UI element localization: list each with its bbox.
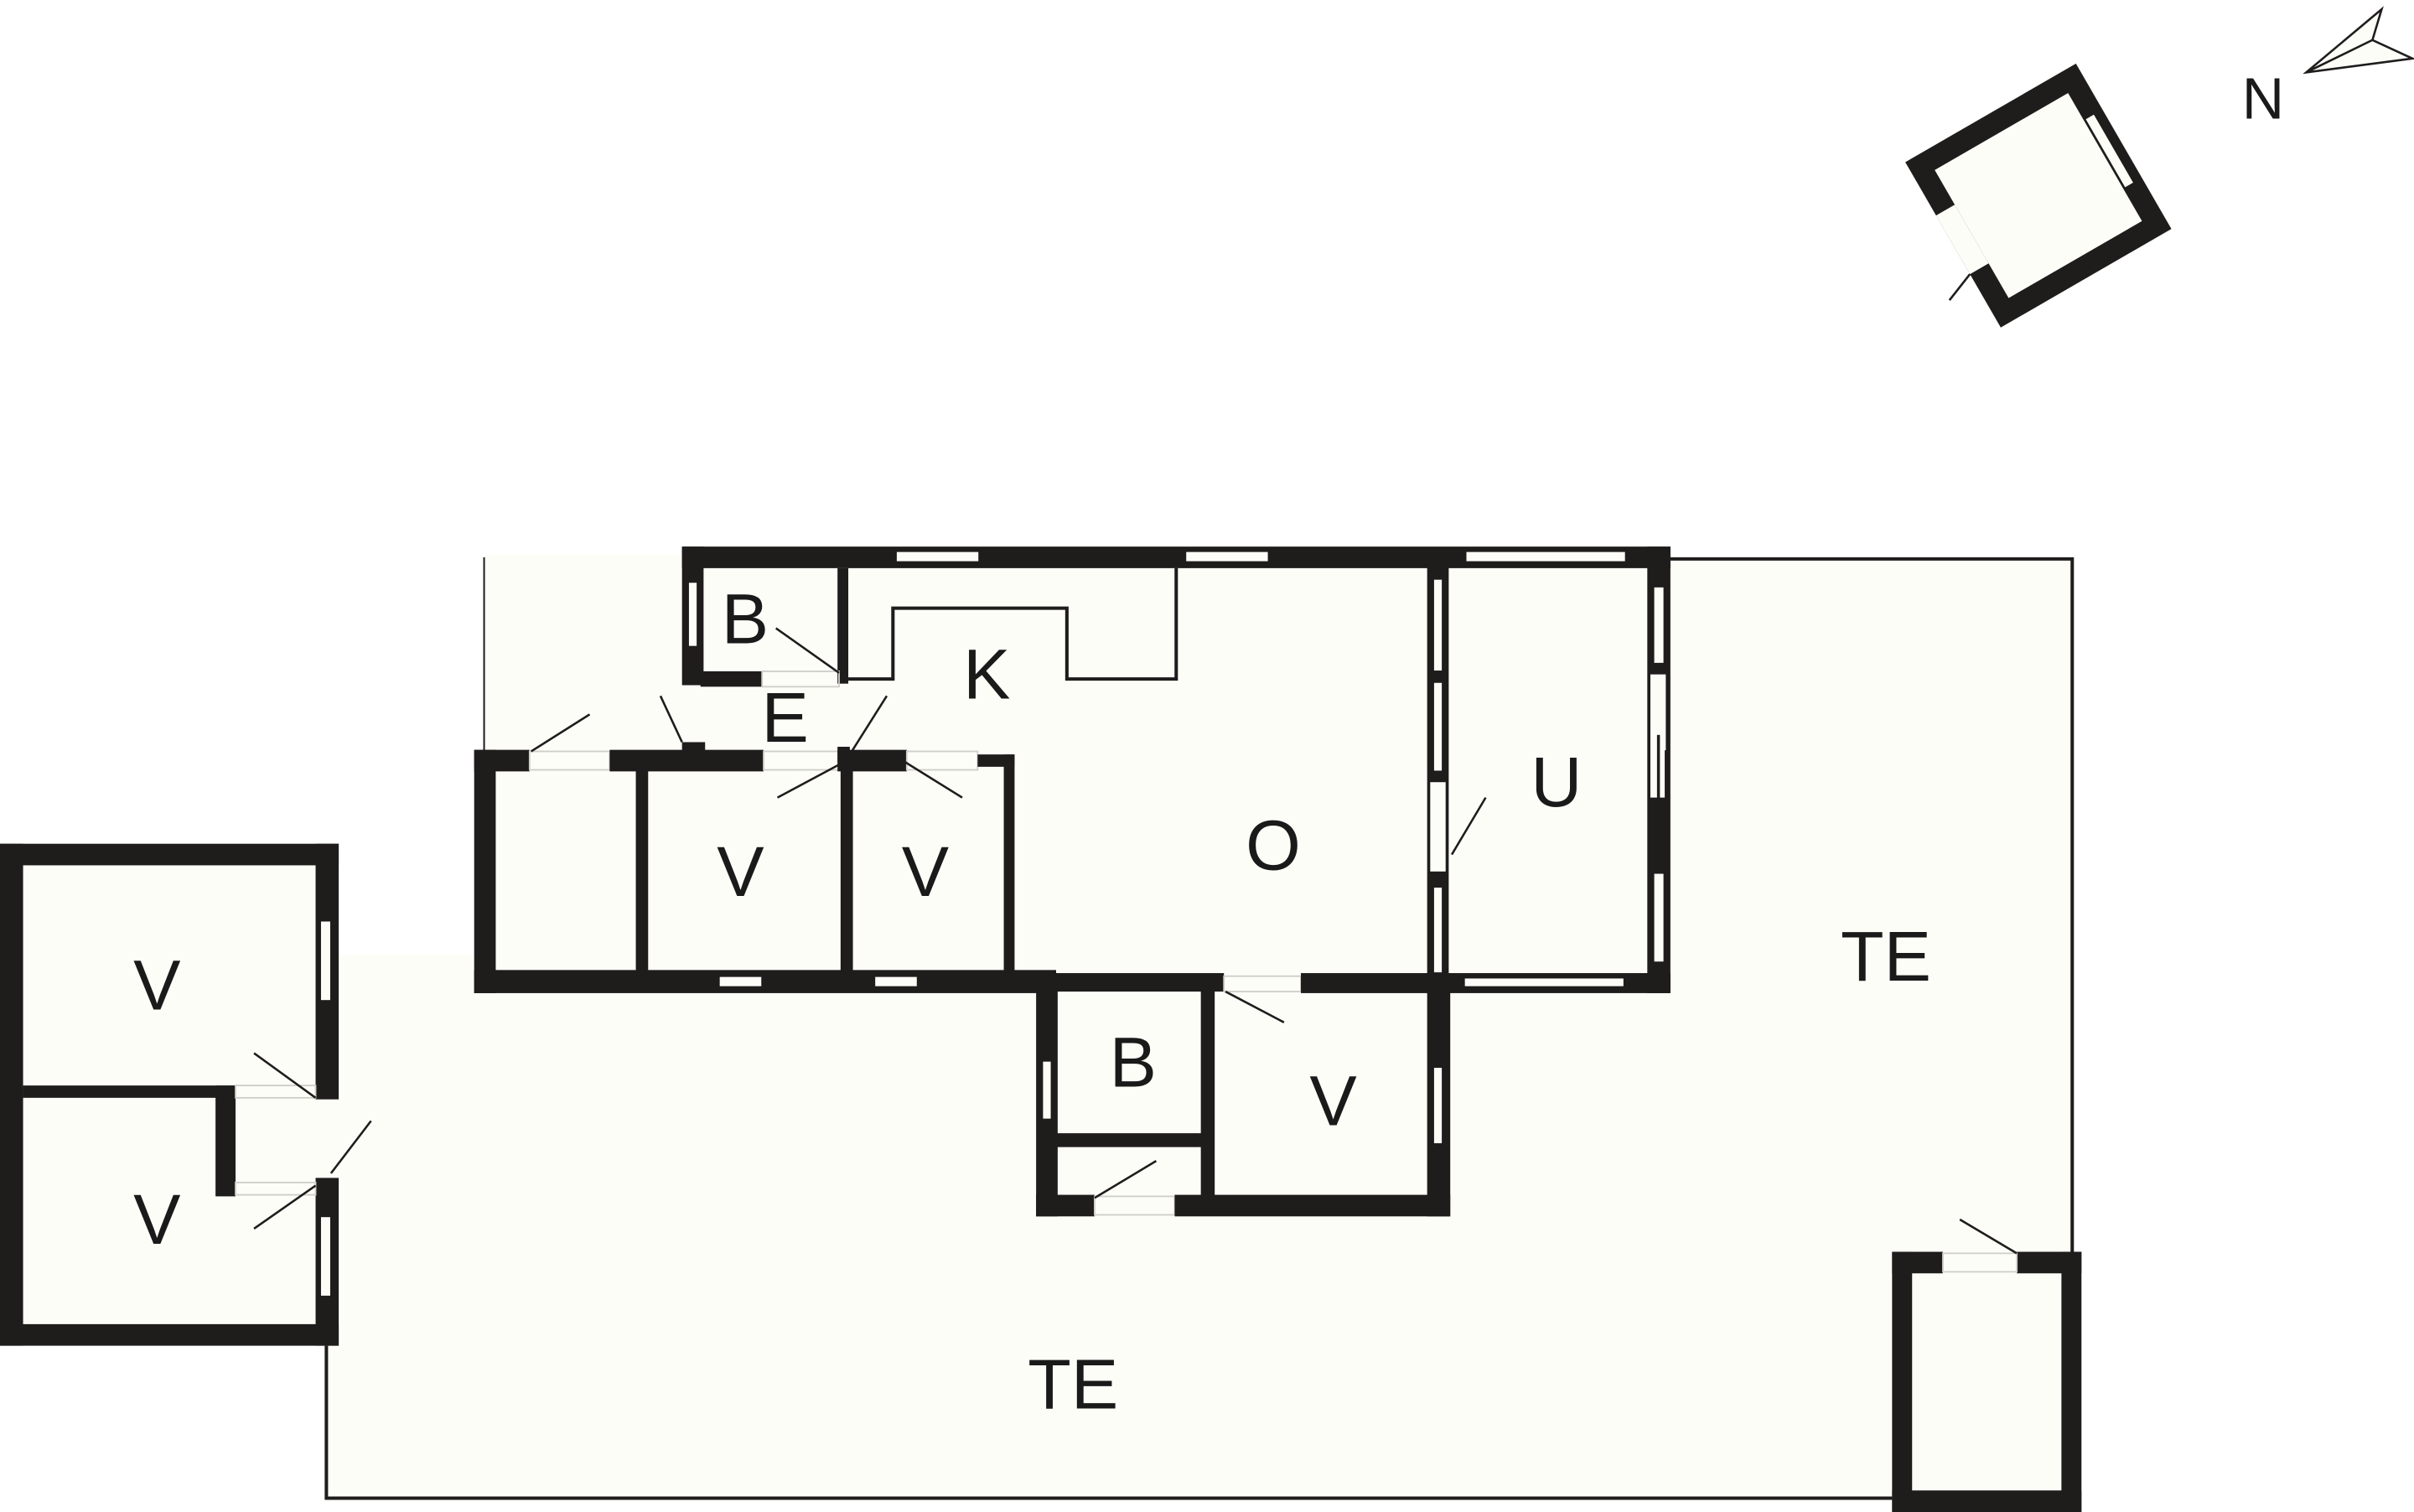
main-building — [474, 546, 1671, 1217]
compass: N — [2242, 6, 2414, 132]
room-label-annex-bedroom-1: V — [133, 946, 180, 1025]
room-label-bedroom-1: V — [717, 832, 764, 911]
room-label-kitchen: K — [963, 635, 1010, 714]
room-label-bath-bottom: B — [1110, 1023, 1157, 1102]
north-arrow-icon — [2303, 6, 2414, 75]
room-label-entrance: E — [762, 678, 809, 757]
room-label-bedroom-2: V — [902, 832, 949, 911]
room-label-terrace-south: TE — [1028, 1345, 1118, 1424]
west-annex — [0, 843, 372, 1346]
room-label-terrace-east: TE — [1841, 917, 1931, 996]
compass-label: N — [2242, 66, 2284, 132]
window — [895, 550, 981, 563]
shed-northeast — [1905, 63, 2172, 328]
room-label-bath-top: B — [722, 579, 769, 658]
room-label-bedroom-3: V — [1309, 1061, 1356, 1140]
room-label-annex-bedroom-2: V — [133, 1180, 180, 1259]
window — [1184, 550, 1270, 563]
window — [1464, 550, 1627, 563]
room-label-living-room: O — [1246, 806, 1301, 885]
room-label-utility-room: U — [1531, 743, 1582, 821]
room-labels: B E K V V O U B V V V TE TE — [133, 579, 1931, 1423]
shed-southeast — [1892, 1218, 2082, 1512]
